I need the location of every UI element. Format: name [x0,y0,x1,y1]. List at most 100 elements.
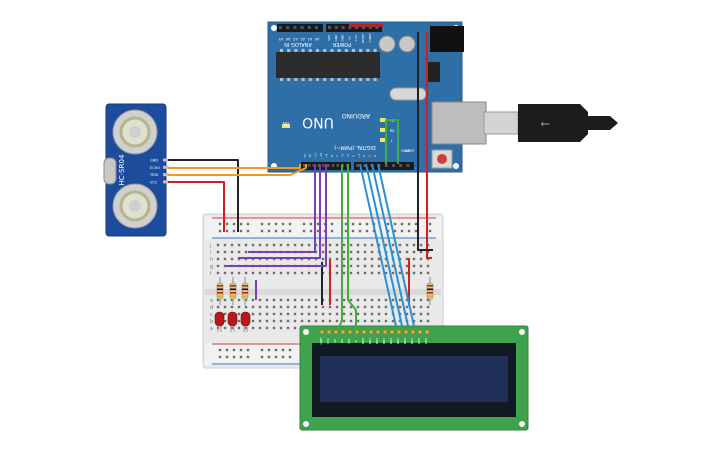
lcd-pin-label: RW [347,339,351,344]
on-label: ON [283,121,289,126]
resistor[interactable] [216,277,224,305]
red-led[interactable] [227,311,238,332]
digital-label: DIGITAL (PWM~) [334,144,376,150]
wire-echo-orange [168,164,307,176]
row-letter: c [210,312,213,318]
digital-pin-label: ~11 [314,153,318,159]
red-led[interactable] [214,311,225,332]
lcd-screen [320,356,508,402]
power-pin-label: RESET [361,33,365,43]
digital-pin-label: 12 [308,154,312,158]
lcd-pin [354,329,360,335]
board-label: GND [401,149,409,153]
power-pin-label: VIN [327,35,331,40]
lcd-pin-label: V0 [333,339,337,343]
power-pin-label: IOREF [368,33,372,42]
lcd-pin [326,329,332,335]
resistor[interactable] [241,277,249,305]
wire-lcd-e-green [347,164,357,330]
resistors[interactable] [216,277,434,305]
wire-lcd-db6-blue [371,163,409,327]
wire-lcd-db7-blue [377,163,415,327]
digital-pin-label: ~9 [324,154,328,159]
lcd-pin [389,329,395,335]
board-label: AREF [405,149,414,153]
row-letter: d [210,305,213,311]
wire-led1-purple [248,164,316,253]
lcd-pin [375,329,381,335]
usb-symbol-icon: ⭠ [540,116,550,130]
power-pin-label: GND [334,34,338,42]
sensor-pin-label: TRIG [149,173,159,177]
lcd-pin-label: DB4 [389,338,393,344]
row-letter: i [210,250,211,256]
lcd-pin [368,329,374,335]
arduino-brand: ARDUINO [342,112,371,119]
leds[interactable] [214,311,251,332]
sensor-pin-label: VCC [150,180,158,184]
wire-sensor-gnd-black [168,159,239,232]
row-letter: g [210,264,213,270]
chip-legs [280,49,377,81]
lcd-pin [347,329,353,335]
sensor-pin-label: GND [150,159,158,163]
wire-led3-purple [226,164,327,267]
lcd-pin-label: DB7 [410,338,414,344]
arduino-logo: UNO [302,114,334,130]
wire-5v-red [426,32,432,259]
row-letter: h [210,257,213,263]
row-letter: b [210,319,213,325]
digital-pin-label: 2 [362,155,366,157]
power-label: POWER [332,41,351,47]
digital-pin-label: ~3 [357,154,361,159]
board-label: RX [390,129,395,133]
sensor-model-label: HC-SR04 [118,154,126,185]
resistor[interactable] [426,277,434,305]
usb-cable: ⭠ [483,104,618,142]
lcd-pin-label: GND [319,337,323,345]
wires [168,32,433,331]
digital-pin-label: 4 [351,155,355,157]
lcd-pin-label: DB0 [361,338,365,344]
board-label: L [391,139,393,143]
lcd-pin [382,329,388,335]
digital-pin-label: ~10 [319,153,323,159]
wire-gnd-black [417,32,433,251]
lcd-pin [396,329,402,335]
power-pin-label: 3.3V [354,34,358,42]
analog-pin-label: A2 [300,37,305,41]
wire-trig-orange [168,164,301,169]
analog-pin-label: A1 [307,37,312,41]
digital-pin-label: 1 [368,155,372,157]
red-led[interactable] [240,311,251,332]
row-letter: a [210,326,213,332]
lcd-pin [361,329,367,335]
lcd-pin-label: LED [424,337,428,344]
digital-pin-label: 0 [373,155,377,157]
usb-socket [431,101,487,145]
analog-pin-label: A5 [279,37,284,41]
lcd-pin [333,329,339,335]
lcd-pin-label: DB5 [396,338,400,344]
analog-pin-label: A3 [293,37,298,41]
lcd-pin-label: VCC [326,338,330,344]
lcd-pin [319,329,325,335]
power-pin-label: GND [341,34,345,42]
lcd-pin [410,329,416,335]
resistor[interactable] [229,277,237,305]
digital-pin-label: 13 [303,154,307,158]
lcd-pin-label: DB3 [382,338,386,344]
row-letter: j [209,243,211,249]
lcd-pin-label: E [354,340,358,342]
digital-pin-label: ~5 [346,154,350,159]
lcd-pin [403,329,409,335]
wire-lcd-db5-blue [365,163,403,327]
